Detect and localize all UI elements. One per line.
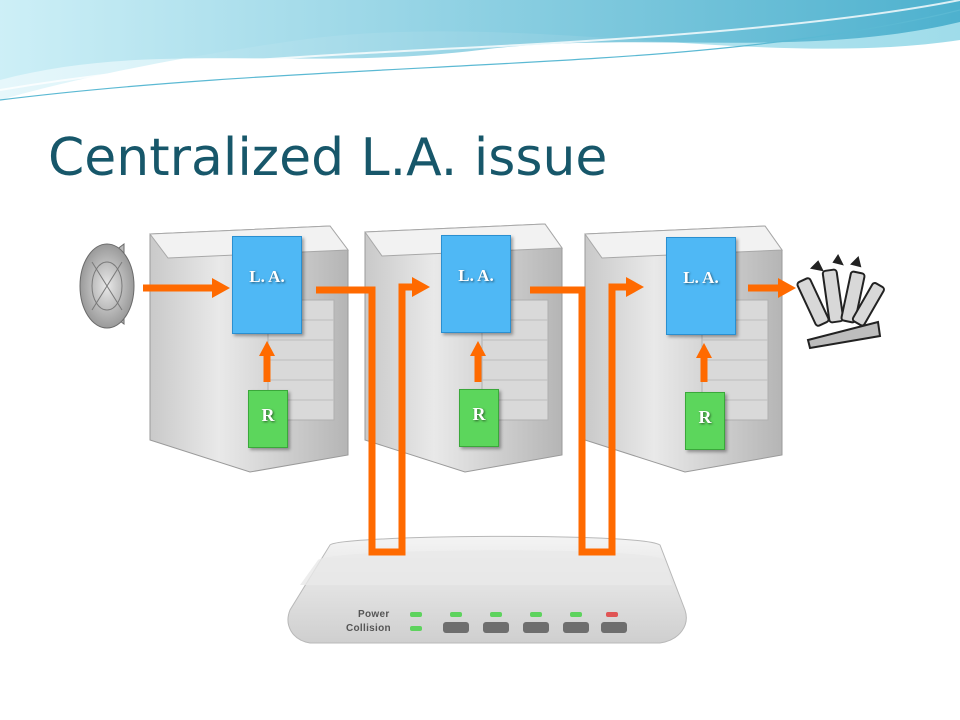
flow-arrows — [143, 283, 780, 556]
router-collision-label: Collision — [346, 623, 391, 634]
r-label-2: R — [472, 404, 486, 424]
arrow-heads — [212, 277, 796, 358]
header-waves — [0, 0, 960, 101]
speaker-icon — [79, 243, 135, 329]
la-label-2: L. A. — [458, 266, 494, 285]
la-box-3: L. A. — [666, 237, 736, 335]
router-ports — [410, 622, 627, 633]
tools-icon — [796, 254, 885, 350]
router — [287, 535, 687, 644]
la-label-1: L. A. — [249, 267, 285, 286]
slide-title: Centralized L.A. issue — [48, 128, 608, 188]
r-box-2: R — [459, 389, 499, 447]
la-box-2: L. A. — [441, 235, 511, 333]
router-power-leds — [410, 612, 618, 617]
la-label-3: L. A. — [683, 268, 719, 287]
r-box-3: R — [685, 392, 725, 450]
la-box-1: L. A. — [232, 236, 302, 334]
router-power-label: Power — [358, 609, 390, 620]
r-label-1: R — [261, 405, 275, 425]
r-label-3: R — [698, 407, 712, 427]
r-box-1: R — [248, 390, 288, 448]
